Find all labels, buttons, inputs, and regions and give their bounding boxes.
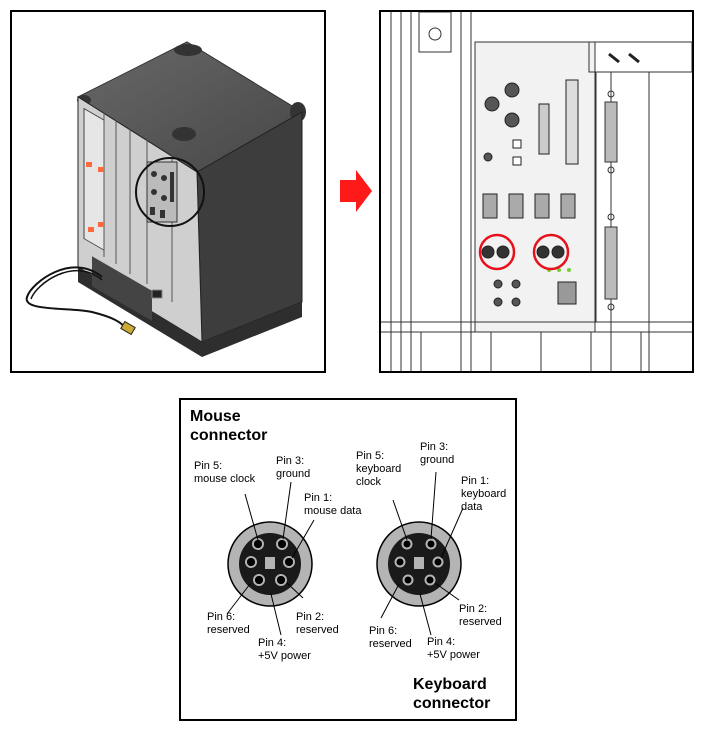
workstation-chassis-illustration — [25, 41, 306, 357]
mouse-pin4-label: Pin 4:+5V power — [258, 637, 311, 662]
mouse-pin3-label: Pin 3:ground — [276, 455, 311, 480]
connector-pinout-diagram: Mouse connector Keyboard connector — [179, 398, 517, 721]
mouse-pin5-label: Pin 5:mouse clock — [194, 460, 256, 485]
mouse-pin6-label: Pin 6:reserved — [207, 611, 250, 636]
keyboard-pin2-label: Pin 2:reserved — [459, 603, 502, 628]
keyboard-connector-title: Keyboard connector — [413, 676, 491, 712]
mouse-connector-icon — [227, 521, 313, 607]
arrow-right-icon — [340, 170, 372, 212]
workstation-illustration-panel — [10, 10, 326, 373]
rear-io-illustration — [381, 12, 692, 371]
mouse-pin1-label: Pin 1:mouse data — [304, 492, 362, 517]
mouse-pin2-label: Pin 2:reserved — [296, 611, 339, 636]
keyboard-pin4-label: Pin 4:+5V power — [427, 636, 480, 661]
keyboard-pin3-label: Pin 3:ground — [420, 441, 455, 466]
keyboard-connector-icon — [376, 521, 462, 607]
mouse-connector-title: Mouse connector — [190, 408, 268, 444]
connector-drawings — [226, 471, 464, 636]
rear-io-panel — [379, 10, 694, 373]
keyboard-pin6-label: Pin 6:reserved — [369, 625, 412, 650]
